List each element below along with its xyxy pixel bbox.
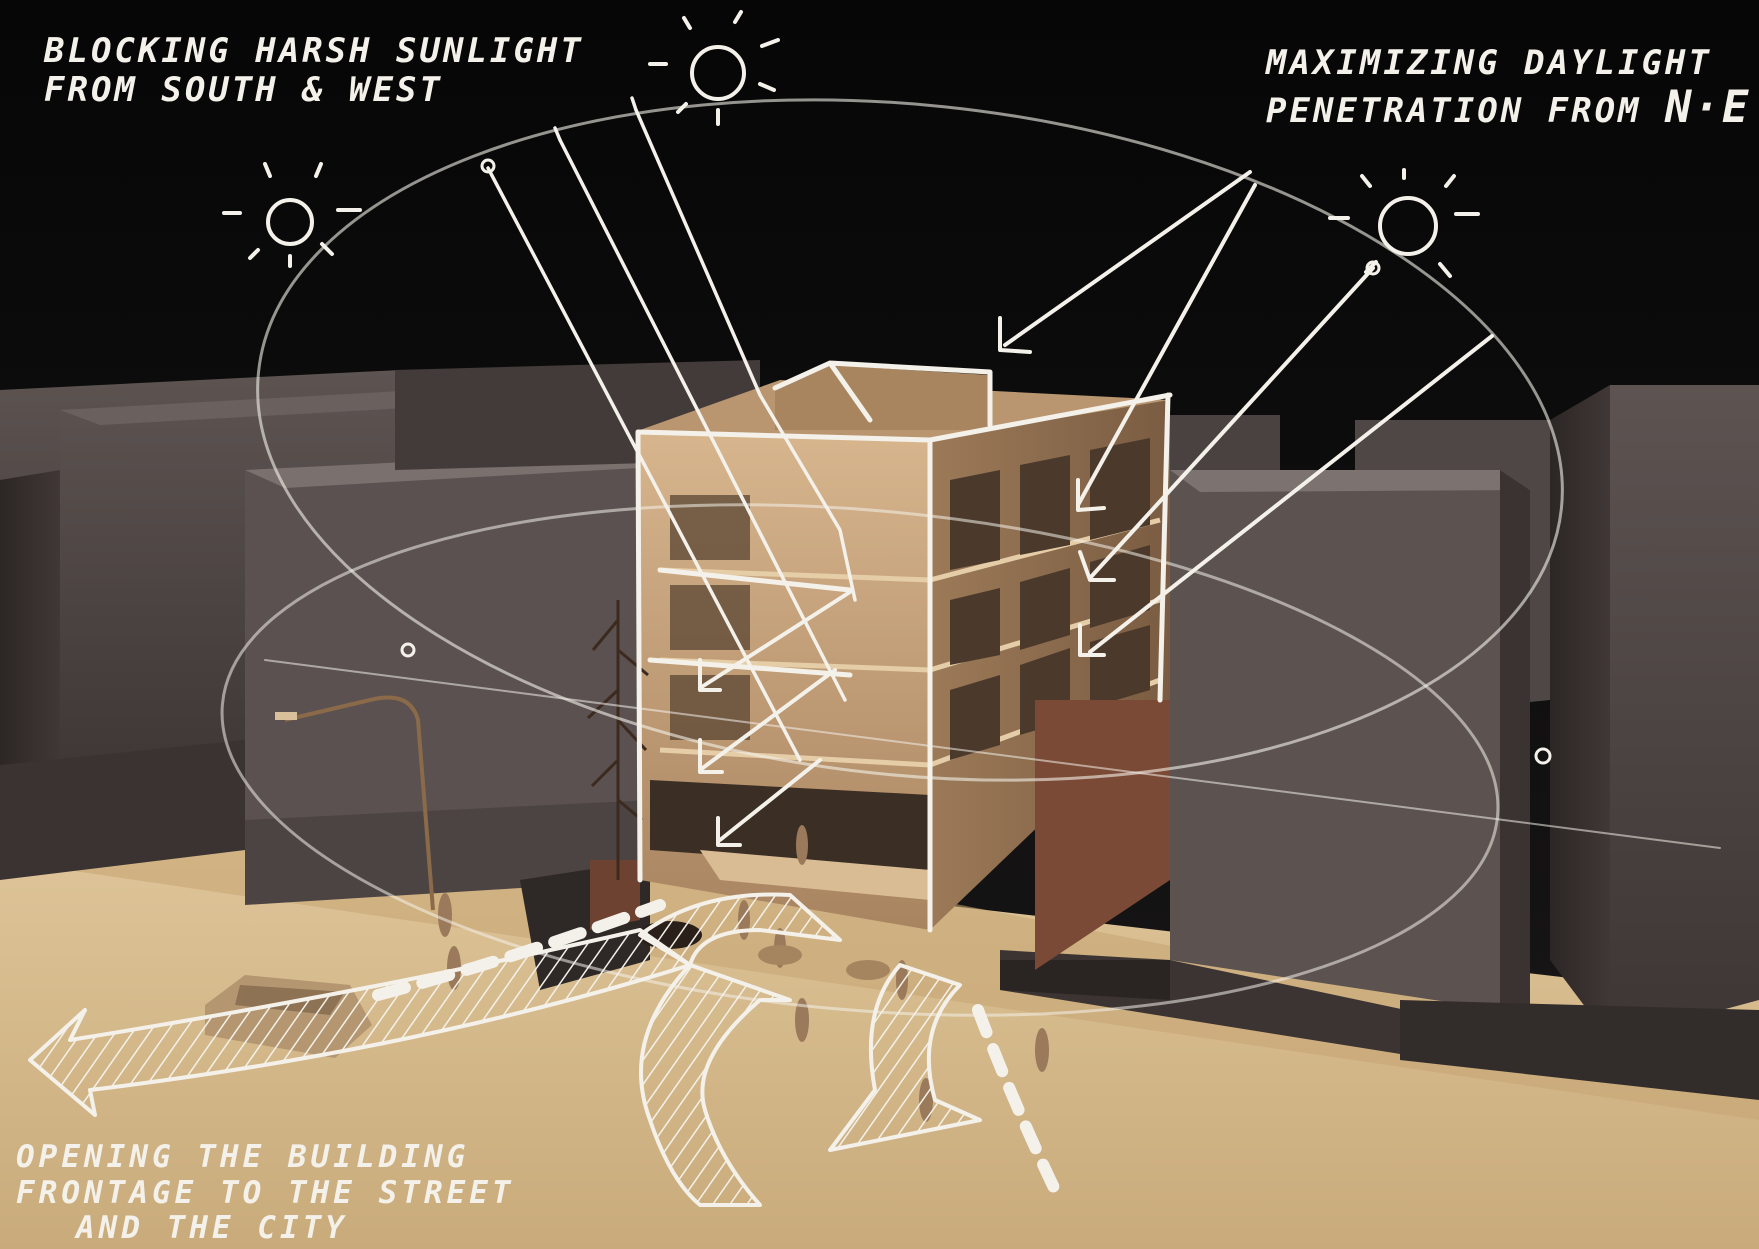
annotation-text: PENETRATION FROM: [1266, 91, 1665, 132]
annotation-line: FRONTAGE TO THE STREET: [16, 1174, 515, 1211]
front-windows: [670, 495, 750, 740]
daylight-rays: [698, 170, 1494, 847]
annotation-north-east: MAXIMIZING DAYLIGHT PENETRATION FROM N·E: [1266, 43, 1751, 134]
sun-icon: [222, 162, 362, 268]
city-blocks-right: [1000, 385, 1759, 1100]
annotation-emphasis: N·E: [1665, 82, 1751, 134]
blocked-sun-rays: [486, 96, 857, 762]
sketch-overlay: [28, 10, 1721, 1207]
sun-icon: [648, 10, 780, 126]
annotation-line: BLOCKING HARSH SUNLIGHT: [44, 31, 584, 71]
street-lamp: [275, 695, 435, 911]
main-building: [590, 365, 1170, 970]
sun-path-ellipse: [256, 98, 1564, 782]
annotation-line: FROM SOUTH & WEST: [44, 70, 443, 111]
dashed-path-right: [972, 1004, 1061, 1196]
city-blocks-left: [0, 360, 760, 990]
annotation-street: OPENING THE BUILDING FRONTAGE TO THE STR…: [16, 1139, 515, 1247]
brick-wall: [1035, 700, 1170, 970]
annotation-line: OPENING THE BUILDING: [16, 1139, 470, 1175]
ground-floor-glazing: [650, 780, 930, 870]
dashed-path-left: [372, 899, 666, 1001]
annotation-south-west: BLOCKING HARSH SUNLIGHT FROM SOUTH & WES…: [44, 31, 584, 111]
rooftop-volume: [775, 365, 990, 430]
movement-arrow: [28, 892, 982, 1207]
building-sketch-outline: [635, 360, 1173, 933]
ground-orbit-ellipse: [220, 503, 1500, 1017]
orientation-axis: [264, 659, 1721, 849]
annotation-line: PENETRATION FROM N·E: [1266, 82, 1751, 134]
sun-icon: [1328, 168, 1480, 278]
brick-wall-left: [590, 860, 640, 930]
annotation-line: MAXIMIZING DAYLIGHT: [1266, 43, 1712, 83]
side-windows: [950, 438, 1150, 760]
entrance-canopy: [700, 850, 930, 900]
annotation-line: AND THE CITY: [76, 1210, 348, 1247]
